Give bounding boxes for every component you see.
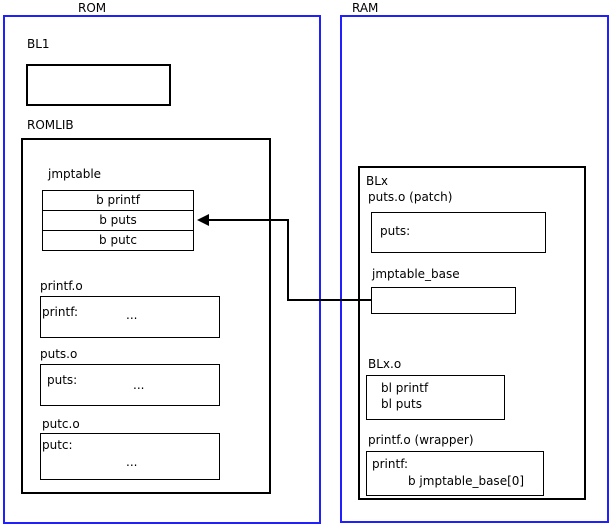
rom-region-label: ROM <box>78 1 107 15</box>
printf-o-ellipsis: ... <box>126 308 138 322</box>
jmptable-entry-0[interactable]: b printf <box>42 190 194 211</box>
printf-wrapper-symbol: printf: <box>372 457 409 471</box>
jmptable-entry-2-text: b putc <box>99 233 137 247</box>
jmptable-entry-1[interactable]: b puts <box>42 210 194 231</box>
putc-o-label: putc.o <box>42 417 80 431</box>
puts-patch-box: puts: <box>371 212 546 253</box>
puts-o-symbol: puts: <box>47 373 78 387</box>
blx-o-label: BLx.o <box>368 357 402 371</box>
printf-o-box: printf: ... <box>40 296 220 338</box>
blx-label: BLx <box>366 174 389 188</box>
printf-wrapper-instruction: b jmptable_base[0] <box>408 474 525 488</box>
connector-segment-bottom <box>287 299 372 301</box>
ram-region <box>340 15 609 523</box>
jmptable-entry-0-text: b printf <box>96 193 140 207</box>
printf-o-label: printf.o <box>40 279 83 293</box>
jmptable-base-box <box>371 287 516 314</box>
blx-o-box: bl printf bl puts <box>366 375 505 420</box>
connector-segment-vertical <box>287 219 289 301</box>
putc-o-symbol: putc: <box>42 438 73 452</box>
jmptable-entry-1-text: b puts <box>99 213 137 227</box>
connector-arrowhead-icon <box>197 214 209 226</box>
putc-o-box: putc: ... <box>40 433 220 480</box>
printf-o-symbol: printf: <box>42 305 79 319</box>
puts-o-ellipsis: ... <box>133 378 145 392</box>
romlib-label: ROMLIB <box>27 118 74 132</box>
blx-o-line-1: bl puts <box>381 397 422 411</box>
printf-wrapper-label: printf.o (wrapper) <box>368 433 474 447</box>
bl1-label: BL1 <box>27 37 50 51</box>
jmptable-base-label: jmptable_base <box>372 267 460 281</box>
jmptable-entry-2[interactable]: b putc <box>42 230 194 251</box>
rom-region <box>3 15 321 524</box>
blx-o-line-0: bl printf <box>381 381 429 395</box>
bl1-box <box>26 64 171 106</box>
jmptable-label: jmptable <box>48 167 102 181</box>
connector-segment-top <box>209 219 289 221</box>
printf-wrapper-box: printf: b jmptable_base[0] <box>366 451 544 496</box>
ram-region-label: RAM <box>352 1 379 15</box>
puts-o-box: puts: ... <box>40 364 220 406</box>
puts-patch-symbol: puts: <box>380 224 411 238</box>
puts-o-label: puts.o <box>40 347 78 361</box>
putc-o-ellipsis: ... <box>126 455 138 469</box>
puts-patch-label: puts.o (patch) <box>368 190 453 204</box>
